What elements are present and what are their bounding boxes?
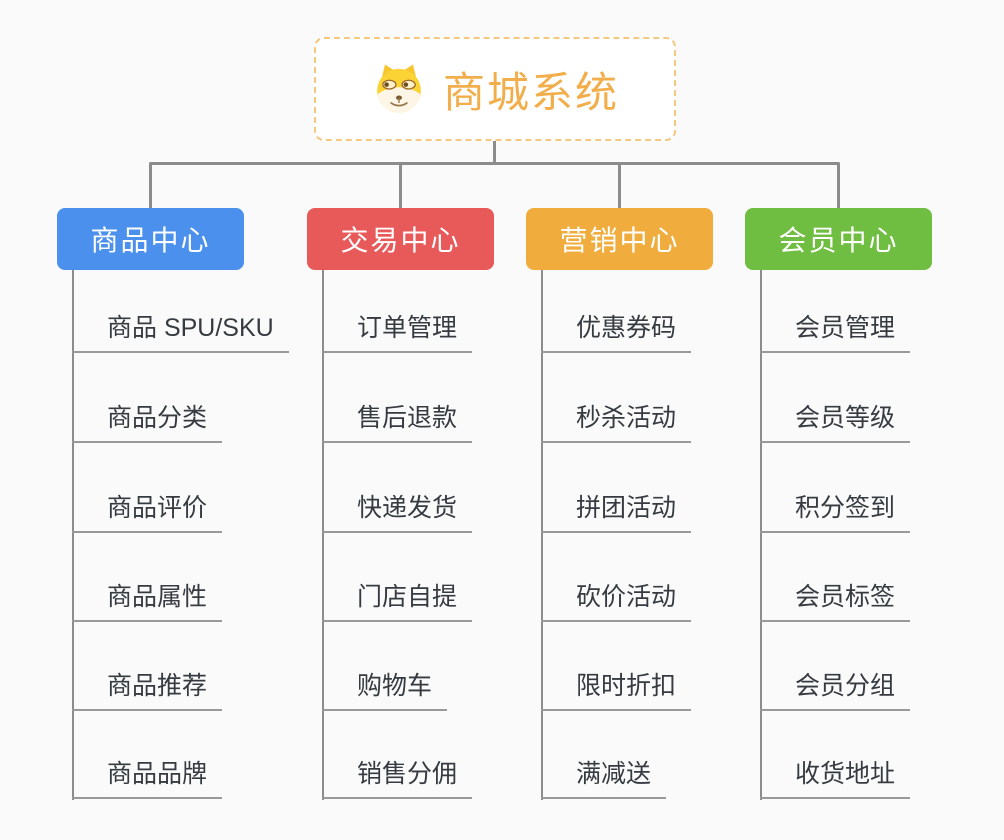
branch-node-marketing-center[interactable]: 营销中心	[526, 208, 713, 270]
connector-root-stub	[493, 141, 496, 165]
branch-node-label: 会员中心	[778, 225, 899, 256]
root-node[interactable]: 商城系统	[314, 37, 676, 141]
root-node-label: 商城系统	[442, 68, 619, 116]
child-node[interactable]: 收货地址	[760, 755, 911, 799]
child-node[interactable]: 购物车	[322, 667, 448, 711]
child-node[interactable]: 满减送	[541, 755, 667, 799]
connector-trunk	[541, 270, 543, 800]
doge-face-icon	[371, 61, 427, 117]
branch-node-member-center[interactable]: 会员中心	[745, 208, 932, 270]
child-node[interactable]: 商品 SPU/SKU	[72, 309, 289, 353]
connector-drop-line	[149, 164, 152, 208]
child-node[interactable]: 限时折扣	[541, 667, 692, 711]
child-node[interactable]: 会员管理	[760, 309, 911, 353]
child-node[interactable]: 拼团活动	[541, 489, 692, 533]
branch-column-member: 会员中心 会员管理 会员等级 积分签到 会员标签 会员分组 收货地址	[745, 208, 1004, 818]
child-node[interactable]: 砍价活动	[541, 578, 692, 622]
connector-trunk	[72, 270, 74, 800]
child-node[interactable]: 商品评价	[72, 489, 223, 533]
child-node[interactable]: 商品属性	[72, 578, 223, 622]
child-node[interactable]: 售后退款	[322, 399, 473, 443]
connector-drop-line	[399, 164, 402, 208]
child-node[interactable]: 会员等级	[760, 399, 911, 443]
connector-drop-line	[837, 164, 840, 208]
branch-column-product: 商品中心 商品 SPU/SKU 商品分类 商品评价 商品属性 商品推荐 商品品牌	[57, 208, 317, 818]
connector-trunk	[760, 270, 762, 800]
child-node[interactable]: 商品推荐	[72, 667, 223, 711]
child-node[interactable]: 优惠券码	[541, 309, 692, 353]
child-node[interactable]: 门店自提	[322, 578, 473, 622]
child-node[interactable]: 秒杀活动	[541, 399, 692, 443]
child-node[interactable]: 商品分类	[72, 399, 223, 443]
connector-trunk	[322, 270, 324, 800]
child-node[interactable]: 会员标签	[760, 578, 911, 622]
connector-horizontal-bar	[149, 162, 840, 165]
child-node[interactable]: 会员分组	[760, 667, 911, 711]
child-node[interactable]: 销售分佣	[322, 755, 473, 799]
child-node[interactable]: 订单管理	[322, 309, 473, 353]
branch-node-trade-center[interactable]: 交易中心	[307, 208, 494, 270]
branch-node-product-center[interactable]: 商品中心	[57, 208, 244, 270]
child-node[interactable]: 快递发货	[322, 489, 473, 533]
branch-column-marketing: 营销中心 优惠券码 秒杀活动 拼团活动 砍价活动 限时折扣 满减送	[526, 208, 786, 818]
branch-node-label: 交易中心	[340, 225, 461, 256]
branch-node-label: 营销中心	[559, 225, 680, 256]
branch-column-trade: 交易中心 订单管理 售后退款 快递发货 门店自提 购物车 销售分佣	[307, 208, 567, 818]
child-node[interactable]: 积分签到	[760, 489, 911, 533]
branch-node-label: 商品中心	[90, 225, 211, 256]
child-node[interactable]: 商品品牌	[72, 755, 223, 799]
connector-drop-line	[618, 164, 621, 208]
